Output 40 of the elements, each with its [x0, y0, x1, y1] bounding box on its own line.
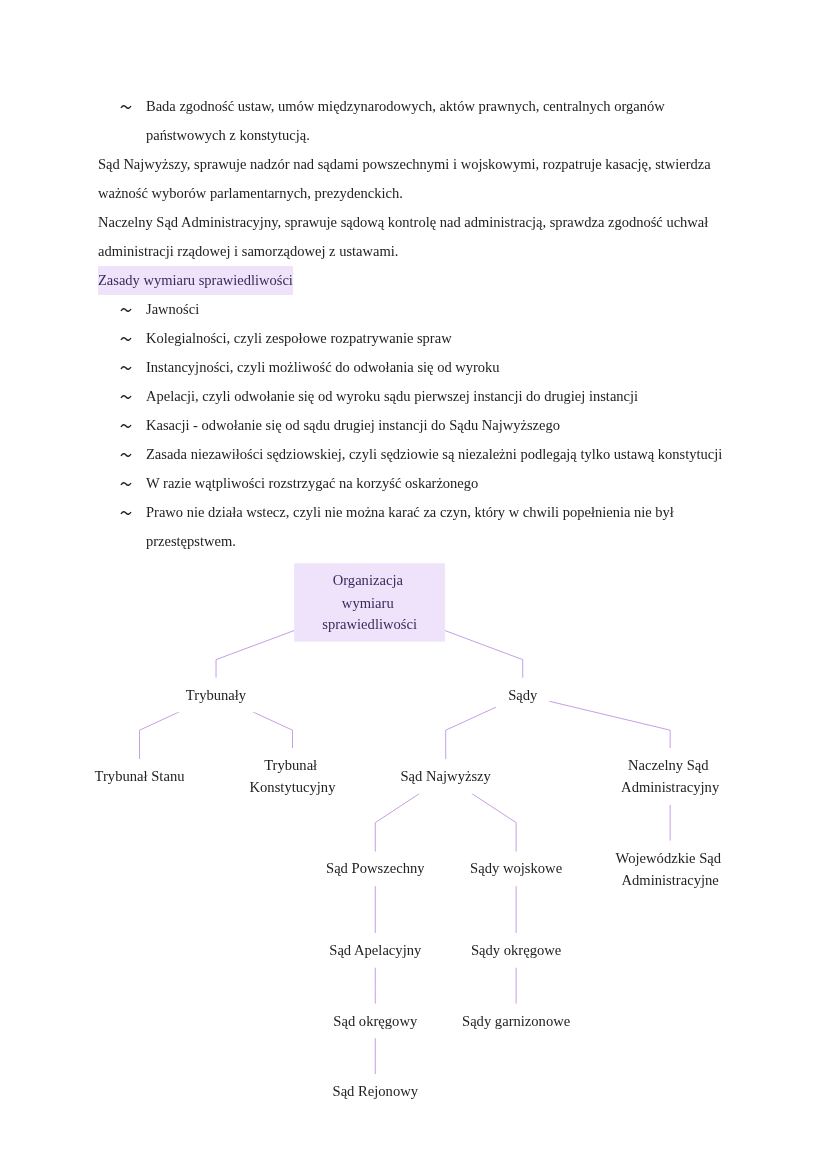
- bullet-text: Prawo nie działa wstecz, czyli nie można karać za czyn, który w chwili popełnienia nie był przestępstwem.: [146, 503, 675, 551]
- node-box: Organizacja wymiaru sprawiedliwości: [294, 563, 446, 642]
- connector: [445, 706, 497, 761]
- connector: [548, 700, 671, 750]
- paragraph: Naczelny Sąd Administracyjny, sprawuje sądową kontrolę nad administracją, sprawdza zgodność uchwał administracji rządowej i samorządowej z ustawami.: [98, 213, 710, 261]
- node-text: Sąd Najwyższy: [400, 768, 491, 784]
- node-text: Wojewódzkie Sąd Administracyjne: [615, 849, 722, 888]
- connector: [374, 885, 376, 935]
- connector: [444, 629, 524, 679]
- node-text: Sąd Rejonowy: [332, 1083, 419, 1099]
- node-text: Sąd okręgowy: [333, 1012, 418, 1029]
- bullet-text: Bada zgodność ustaw, umów międzynarodowych, aktów prawnych, centralnych organów państwowych z konstytucją.: [146, 97, 666, 145]
- connector: [374, 1037, 376, 1076]
- bullet-text: Apelacji, czyli odwołanie się od wyroku sądu pierwszej instancji do drugiej instancji: [146, 387, 639, 406]
- bullet-text: Kasacji - odwołanie się od sądu drugiej instancji do Sądu Najwyższego: [146, 416, 560, 435]
- node-text: Sądy wojskowe: [470, 860, 563, 877]
- bullet-text: Zasada niezawiłości sędziowskiej, czyli sędziowie są niezależni podlegają tylko ustawą konstytucji: [146, 445, 723, 464]
- node-text: Trybunały: [185, 686, 247, 703]
- node-text: Trybunał Stanu: [94, 768, 185, 784]
- connector: [374, 792, 421, 853]
- node-text: Sąd Powszechny: [326, 860, 425, 877]
- bullet-text: Instancyjności, czyli możliwość do odwołania się od wyroku: [146, 358, 500, 377]
- bullet-text: Kolegialności, czyli zespołowe rozpatrywanie spraw: [146, 329, 452, 348]
- paragraph: Sąd Najwyższy, sprawuje nadzór nad sądami powszechnymi i wojskowymi, rozpatruje kasację, stwierdza ważność wyborów parlamentarnych, prezydenckich.: [98, 155, 712, 203]
- connector: [251, 711, 293, 750]
- node-text: Sąd Apelacyjny: [329, 942, 422, 958]
- connector: [374, 966, 376, 1005]
- node-text: Sądy okręgowe: [470, 942, 562, 958]
- node-text: Trybunał Konstytucyjny: [249, 757, 336, 795]
- connector: [515, 885, 517, 935]
- connector: [470, 792, 517, 853]
- section-heading: Zasady wymiaru sprawiedliwości: [98, 266, 293, 295]
- connector: [515, 966, 517, 1005]
- connector: [669, 803, 671, 842]
- node-text: Sądy garnizonowe: [462, 1012, 571, 1029]
- connector: [215, 629, 296, 679]
- node-text: Naczelny Sąd Administracyjny: [621, 757, 720, 795]
- bullet-text: Jawności: [146, 300, 200, 319]
- bullet-text: W razie wątpliwości rozstrzygać na korzyść oskarżonego: [146, 474, 479, 493]
- node-text: Sądy: [508, 686, 538, 703]
